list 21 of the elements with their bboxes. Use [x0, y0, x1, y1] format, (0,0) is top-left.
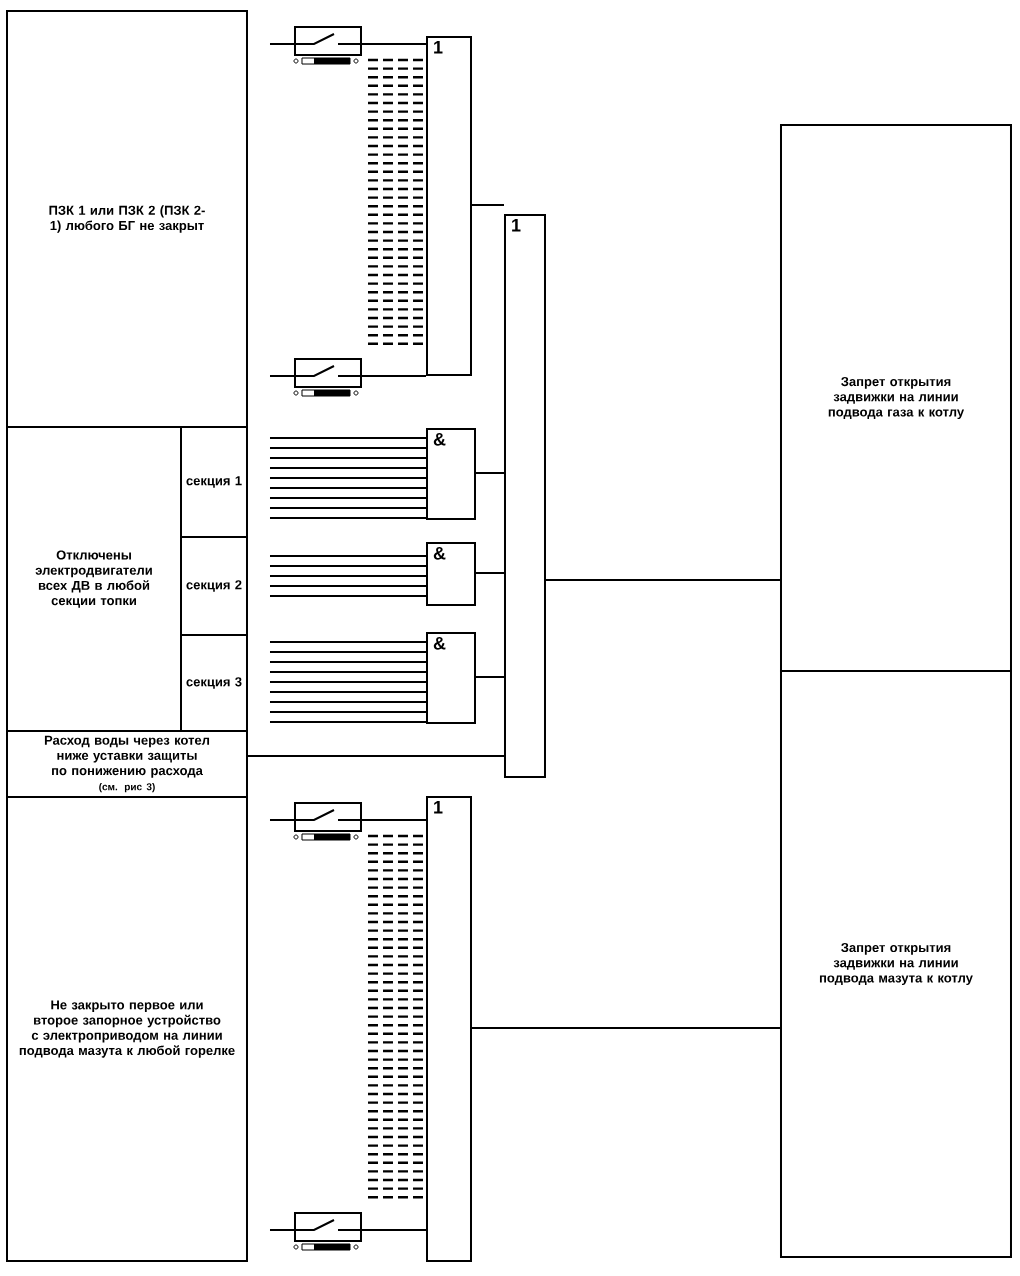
- connector-line: [361, 43, 427, 45]
- switch-symbol: [269, 26, 362, 65]
- connector-line: [475, 676, 505, 678]
- connector-line: [361, 819, 427, 821]
- logic-gate: &: [426, 542, 476, 606]
- switch-symbol: [269, 802, 362, 841]
- connector-line: [361, 375, 427, 377]
- connector-line: [475, 572, 505, 574]
- logic-gate: 1: [426, 796, 472, 1262]
- switch-symbol: [269, 1212, 362, 1251]
- logic-gate: 1: [504, 214, 546, 778]
- logic-gate: 1: [426, 36, 472, 376]
- connector-line: [361, 1229, 427, 1231]
- connector-line: [247, 755, 505, 757]
- switch-symbol: [269, 358, 362, 397]
- connector-line: [545, 579, 781, 581]
- logic-gate: &: [426, 632, 476, 724]
- logic-gate: &: [426, 428, 476, 520]
- connector-line: [471, 1027, 781, 1029]
- connector-line: [471, 204, 505, 206]
- connector-line: [475, 472, 505, 474]
